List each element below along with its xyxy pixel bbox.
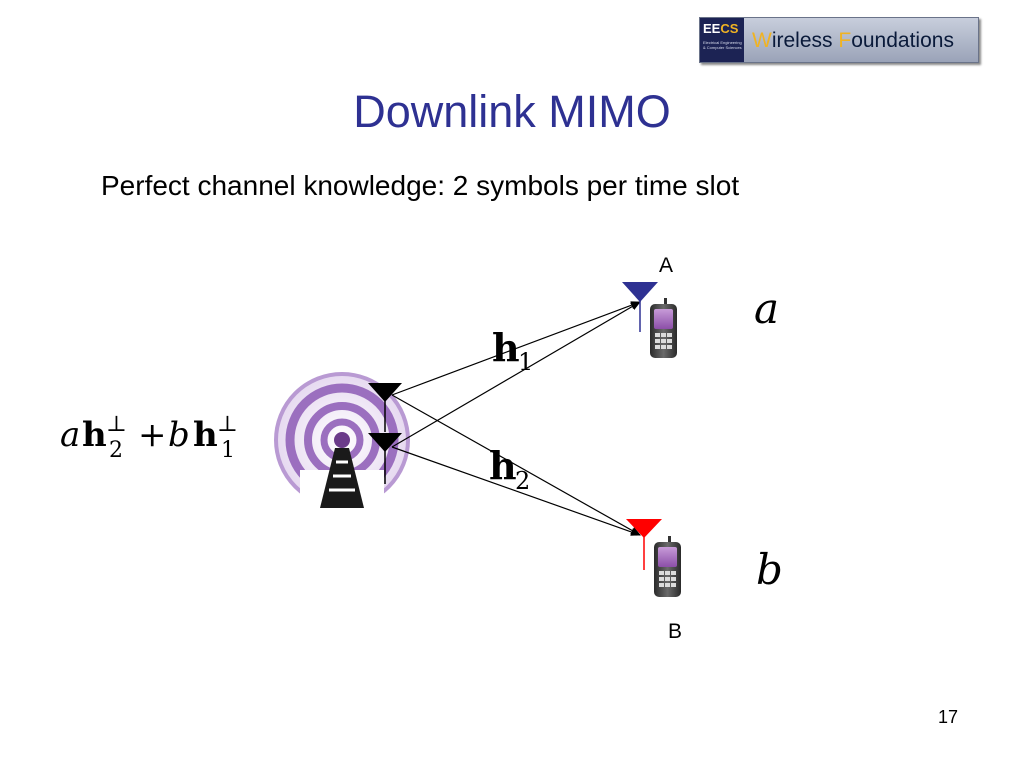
eecs-logo-subtitle: Electrical Engineering & Computer Scienc… — [703, 40, 742, 50]
channel-arrow-2a — [391, 301, 641, 448]
svg-text:⊥: ⊥ — [106, 412, 127, 437]
channel-arrow-2b — [391, 446, 641, 536]
svg-text:a: a — [60, 415, 80, 455]
svg-text:h: h — [82, 415, 107, 455]
svg-text:1: 1 — [221, 438, 235, 463]
channel-arrow-1b — [391, 394, 641, 536]
wireless-foundations-logo: EECS Electrical Engineering & Computer S… — [699, 17, 979, 63]
svg-text:2: 2 — [515, 467, 530, 495]
symbol-a: a — [754, 284, 779, 333]
svg-text:⊥: ⊥ — [217, 412, 238, 437]
wireless-foundations-text: Wireless Foundations — [752, 29, 954, 52]
channel-label-h1: h 1 — [492, 325, 533, 376]
bs-antenna-1-icon — [368, 383, 402, 432]
tx-signal-expression: a h ⊥ 2 + b h ⊥ 1 — [60, 412, 238, 463]
eecs-logo-mark: EECS Electrical Engineering & Computer S… — [700, 18, 744, 62]
user-a-antenna-icon — [622, 282, 658, 332]
svg-text:h: h — [492, 325, 520, 370]
phone-a-icon — [650, 298, 677, 358]
eecs-logo-title: EECS — [703, 21, 738, 36]
slide-title: Downlink MIMO — [353, 86, 671, 137]
page-number: 17 — [938, 707, 959, 727]
user-b-antenna-icon — [626, 519, 662, 570]
phone-b-icon — [654, 536, 681, 597]
svg-text:h: h — [489, 443, 517, 488]
bs-antenna-2-icon — [368, 433, 402, 484]
symbol-b: b — [756, 545, 783, 594]
user-a-label: A — [659, 254, 673, 277]
eecs-logo-cs: CS — [720, 21, 739, 36]
user-b-label: B — [668, 620, 682, 643]
svg-text:h: h — [193, 415, 218, 455]
channel-label-h2: h 2 — [489, 443, 530, 495]
svg-text:2: 2 — [109, 438, 123, 463]
eecs-logo-ee: EE — [703, 21, 721, 36]
slide-subtitle: Perfect channel knowledge: 2 symbols per… — [101, 170, 740, 201]
svg-text:b: b — [168, 415, 190, 455]
svg-text:+: + — [138, 415, 167, 455]
channel-arrow-1a — [391, 301, 641, 396]
svg-text:1: 1 — [518, 348, 533, 376]
